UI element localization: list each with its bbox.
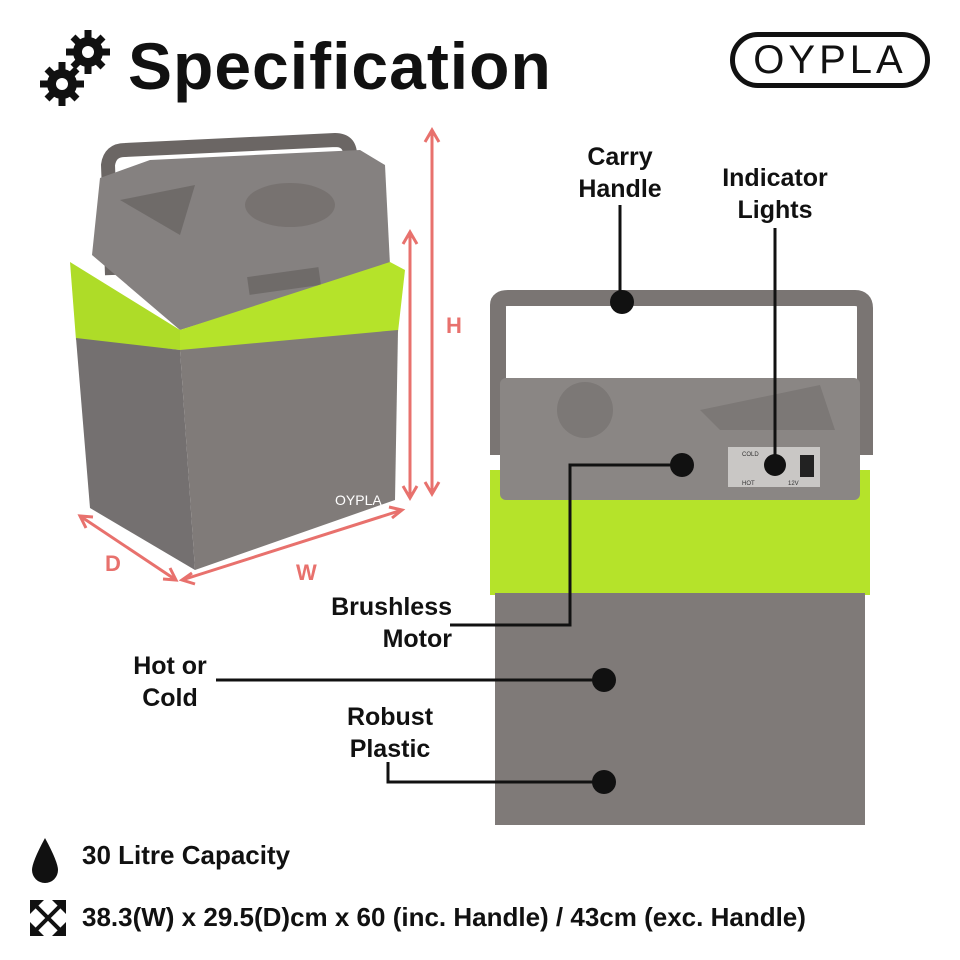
spec-dimensions: 38.3(W) x 29.5(D)cm x 60 (inc. Handle) /… xyxy=(82,902,806,932)
voltage-label: 12V xyxy=(788,481,799,487)
hot-label: HOT xyxy=(742,481,755,487)
cooler-front-view: COLD HOT 12V xyxy=(490,290,873,825)
page-title: Specification xyxy=(128,29,552,103)
spec-capacity: 30 Litre Capacity xyxy=(82,840,291,870)
brand-logo: OYPLA xyxy=(730,32,930,88)
expand-arrows-icon xyxy=(30,900,66,936)
dimension-arrows xyxy=(77,127,441,586)
body-logo: OYPLA xyxy=(335,492,382,508)
callout-dots xyxy=(592,290,786,794)
cold-label: COLD xyxy=(742,452,759,458)
height-label: H xyxy=(446,313,462,338)
gears-icon xyxy=(40,30,110,106)
depth-label: D xyxy=(105,551,121,576)
callout-lines xyxy=(216,205,777,784)
water-drop-icon xyxy=(32,838,58,883)
cooler-angled-view: OYPLA xyxy=(70,132,405,570)
width-label: W xyxy=(296,560,317,585)
